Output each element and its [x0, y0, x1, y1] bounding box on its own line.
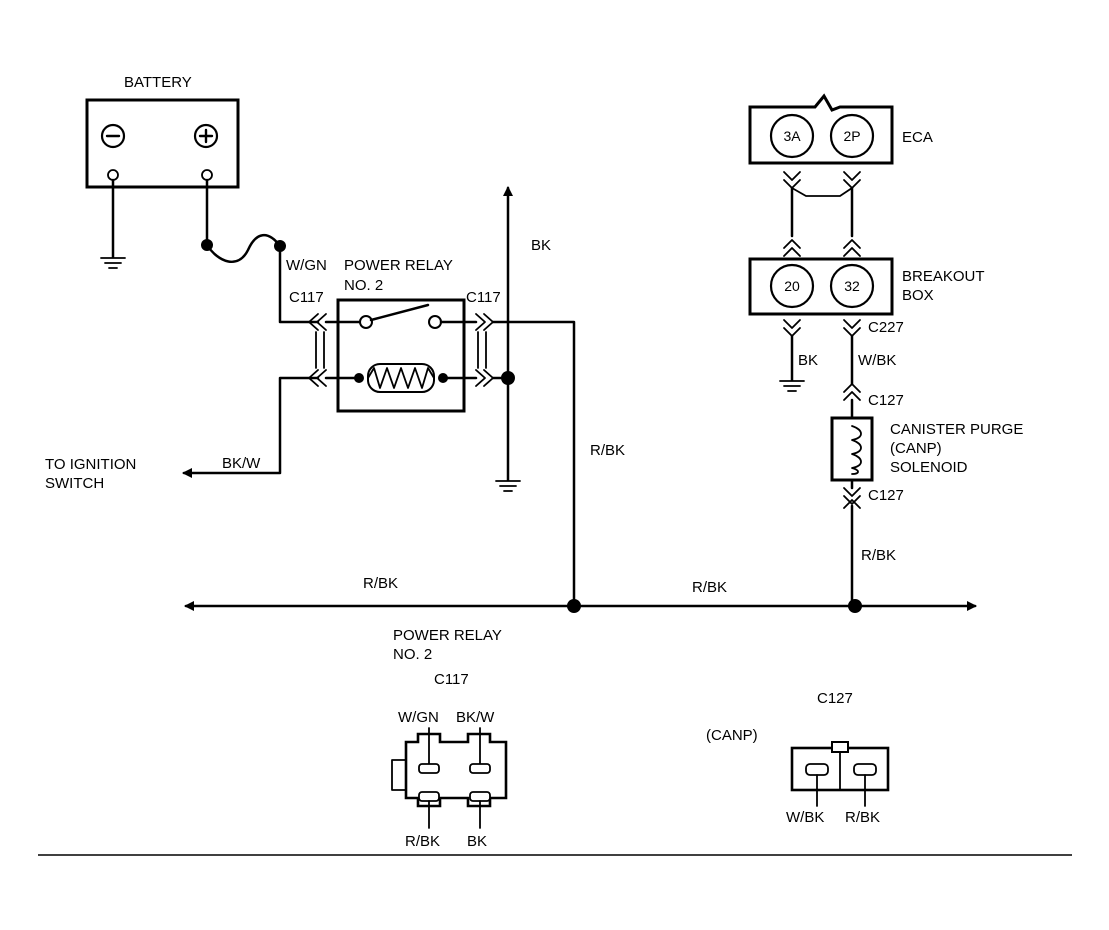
c117-pin-bkw: BK/W [456, 709, 495, 726]
wire-label-bk-upper: BK [531, 237, 551, 254]
battery-positive-terminal-icon [193, 123, 219, 149]
battery-label: BATTERY [124, 74, 192, 91]
breakout-box: 20 32 BREAKOUT BOX [748, 257, 985, 316]
solenoid-coil-icon [851, 425, 862, 475]
c117-connector-view: POWER RELAY NO. 2 C117 W/GN BK/W R/BK BK [391, 627, 508, 850]
connector-c117-right: C117 [466, 289, 501, 306]
c117-pin-rbk: R/BK [405, 833, 440, 850]
c127-view-component: (CANP) [706, 727, 758, 744]
c117-right-connector-icon [475, 313, 494, 387]
battery-ground-wire [100, 178, 126, 269]
canister-purge-label-2: (CANP) [890, 440, 942, 457]
relay-feed-wire: R/BK [491, 320, 625, 608]
canister-purge-label: CANISTER PURGE [890, 421, 1023, 438]
breakout-ground-wire: BK [779, 334, 818, 392]
connector-c127-top: C127 [868, 392, 904, 409]
c117-view-title-2: NO. 2 [393, 646, 432, 663]
breakout-pin-20: 20 [784, 278, 800, 294]
battery-negative-terminal-icon [100, 123, 126, 149]
c127-view-connector: C127 [817, 690, 853, 707]
canister-purge-solenoid: CANISTER PURGE (CANP) SOLENOID [830, 416, 1023, 482]
eca-breakout-connector-icon [783, 171, 861, 257]
wire-label-rbk-solenoid: R/BK [861, 547, 896, 564]
relay-switch-icon [324, 303, 478, 329]
power-relay-label: POWER RELAY [344, 257, 453, 274]
wire-label-wgn: W/GN [286, 257, 327, 274]
c117-pin-bk: BK [467, 833, 487, 850]
c117-left-connector-icon [308, 313, 327, 387]
ignition-switch-label-2: SWITCH [45, 475, 104, 492]
power-relay: POWER RELAY NO. 2 C117 C117 [289, 257, 501, 413]
c117-pin-wgn: W/GN [398, 709, 439, 726]
eca-pin-3a: 3A [783, 128, 801, 144]
power-relay-number: NO. 2 [344, 277, 383, 294]
solenoid-to-bus-wire: C127 R/BK [843, 478, 904, 608]
ground-icon [100, 257, 126, 269]
connector-c117-left: C117 [289, 289, 324, 306]
connector-c127-bottom: C127 [868, 487, 904, 504]
c127-pin-rbk: R/BK [845, 809, 880, 826]
battery: BATTERY [85, 74, 240, 189]
relay-coil-icon [324, 363, 478, 393]
ground-icon [495, 480, 521, 492]
relay-to-ignition-wire: BK/W TO IGNITION SWITCH [45, 376, 320, 492]
battery-to-relay-wire: W/GN [201, 178, 327, 324]
wire-label-bk-lower: BK [798, 352, 818, 369]
connector-c227: C227 [868, 319, 904, 336]
wire-label-rbk-feed: R/BK [590, 442, 625, 459]
eca-pin-2p: 2P [843, 128, 860, 144]
breakout-box-label: BREAKOUT [902, 268, 985, 285]
wire-label-bkw: BK/W [222, 455, 261, 472]
ground-icon [779, 380, 805, 392]
c117-view-connector: C117 [434, 671, 469, 688]
wire-label-rbk-bus-left: R/BK [363, 575, 398, 592]
breakout-pin-32: 32 [844, 278, 860, 294]
c127-connector-view: C127 (CANP) W/BK R/BK [706, 690, 890, 826]
ignition-switch-label: TO IGNITION [45, 456, 136, 473]
breakout-box-label-2: BOX [902, 287, 934, 304]
c127-pin-wbk: W/BK [786, 809, 824, 826]
c227-connector-icon: C227 [783, 319, 904, 337]
rbk-bus: R/BK R/BK [184, 575, 977, 613]
c117-view-title: POWER RELAY [393, 627, 502, 644]
wire-label-wbk: W/BK [858, 352, 896, 369]
eca-module: 3A 2P ECA [748, 93, 933, 165]
relay-ground-wire: BK [491, 186, 551, 492]
canister-purge-label-3: SOLENOID [890, 459, 968, 476]
eca-label: ECA [902, 129, 933, 146]
breakout-to-solenoid-wire: W/BK C127 [843, 334, 904, 420]
wire-label-rbk-bus-right: R/BK [692, 579, 727, 596]
